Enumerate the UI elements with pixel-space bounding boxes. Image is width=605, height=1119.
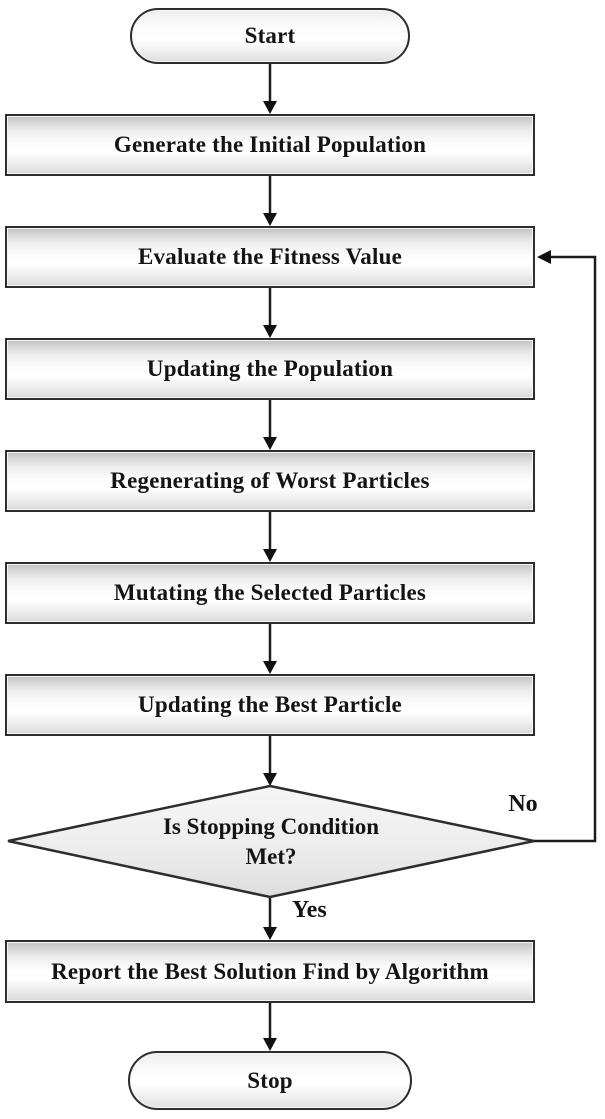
node-regenerating-worst-particles: Regenerating of Worst Particles (5, 450, 535, 512)
arrowhead-decision-report (263, 927, 277, 940)
node-mutating-selected-particles: Mutating the Selected Particles (5, 562, 535, 624)
arrow-lines (268, 64, 597, 1040)
node-stop: Stop (128, 1051, 412, 1110)
arrowhead-regenerate-mutate (263, 549, 277, 562)
node-evaluate-fitness-value: Evaluate the Fitness Value (5, 226, 535, 288)
node-update-best-label: Updating the Best Particle (138, 692, 402, 717)
edge-label-no: No (508, 791, 538, 817)
decision-diamond-shape (7, 784, 535, 899)
node-regenerate-label: Regenerating of Worst Particles (110, 468, 430, 493)
arrowhead-evaluate-updatepop (263, 325, 277, 338)
arrow-heads (263, 101, 551, 1051)
arrowhead-mutate-updatebest (263, 661, 277, 674)
node-start: Start (130, 8, 410, 64)
node-updating-population: Updating the Population (5, 338, 535, 400)
arrowhead-generate-evaluate (263, 213, 277, 226)
node-generate-initial-population: Generate the Initial Population (5, 114, 535, 176)
node-decision-label: Is Stopping Condition Met? (85, 802, 457, 882)
arrowhead-start-generate (263, 101, 277, 114)
decision-label-line1: Is Stopping Condition (162, 814, 380, 839)
arrowhead-updatepop-regenerate (263, 437, 277, 450)
node-evaluate-label: Evaluate the Fitness Value (138, 244, 402, 269)
arrowhead-feedback-evaluate (537, 250, 551, 264)
arrowhead-updatebest-decision (263, 773, 277, 786)
node-stop-label: Stop (247, 1067, 293, 1093)
node-generate-label: Generate the Initial Population (113, 132, 427, 157)
decision-label-line2: Met? (245, 844, 297, 869)
feedback-no-line (534, 255, 597, 843)
node-mutate-label: Mutating the Selected Particles (113, 580, 427, 605)
node-report-label: Report the Best Solution Find by Algorit… (51, 958, 489, 984)
node-update-pop-label: Updating the Population (146, 356, 394, 381)
arrowhead-report-stop (263, 1038, 277, 1051)
edge-label-yes: Yes (292, 897, 327, 923)
node-updating-best-particle: Updating the Best Particle (5, 674, 535, 736)
node-start-label: Start (244, 23, 296, 48)
node-report-best-solution: Report the Best Solution Find by Algorit… (5, 940, 535, 1003)
